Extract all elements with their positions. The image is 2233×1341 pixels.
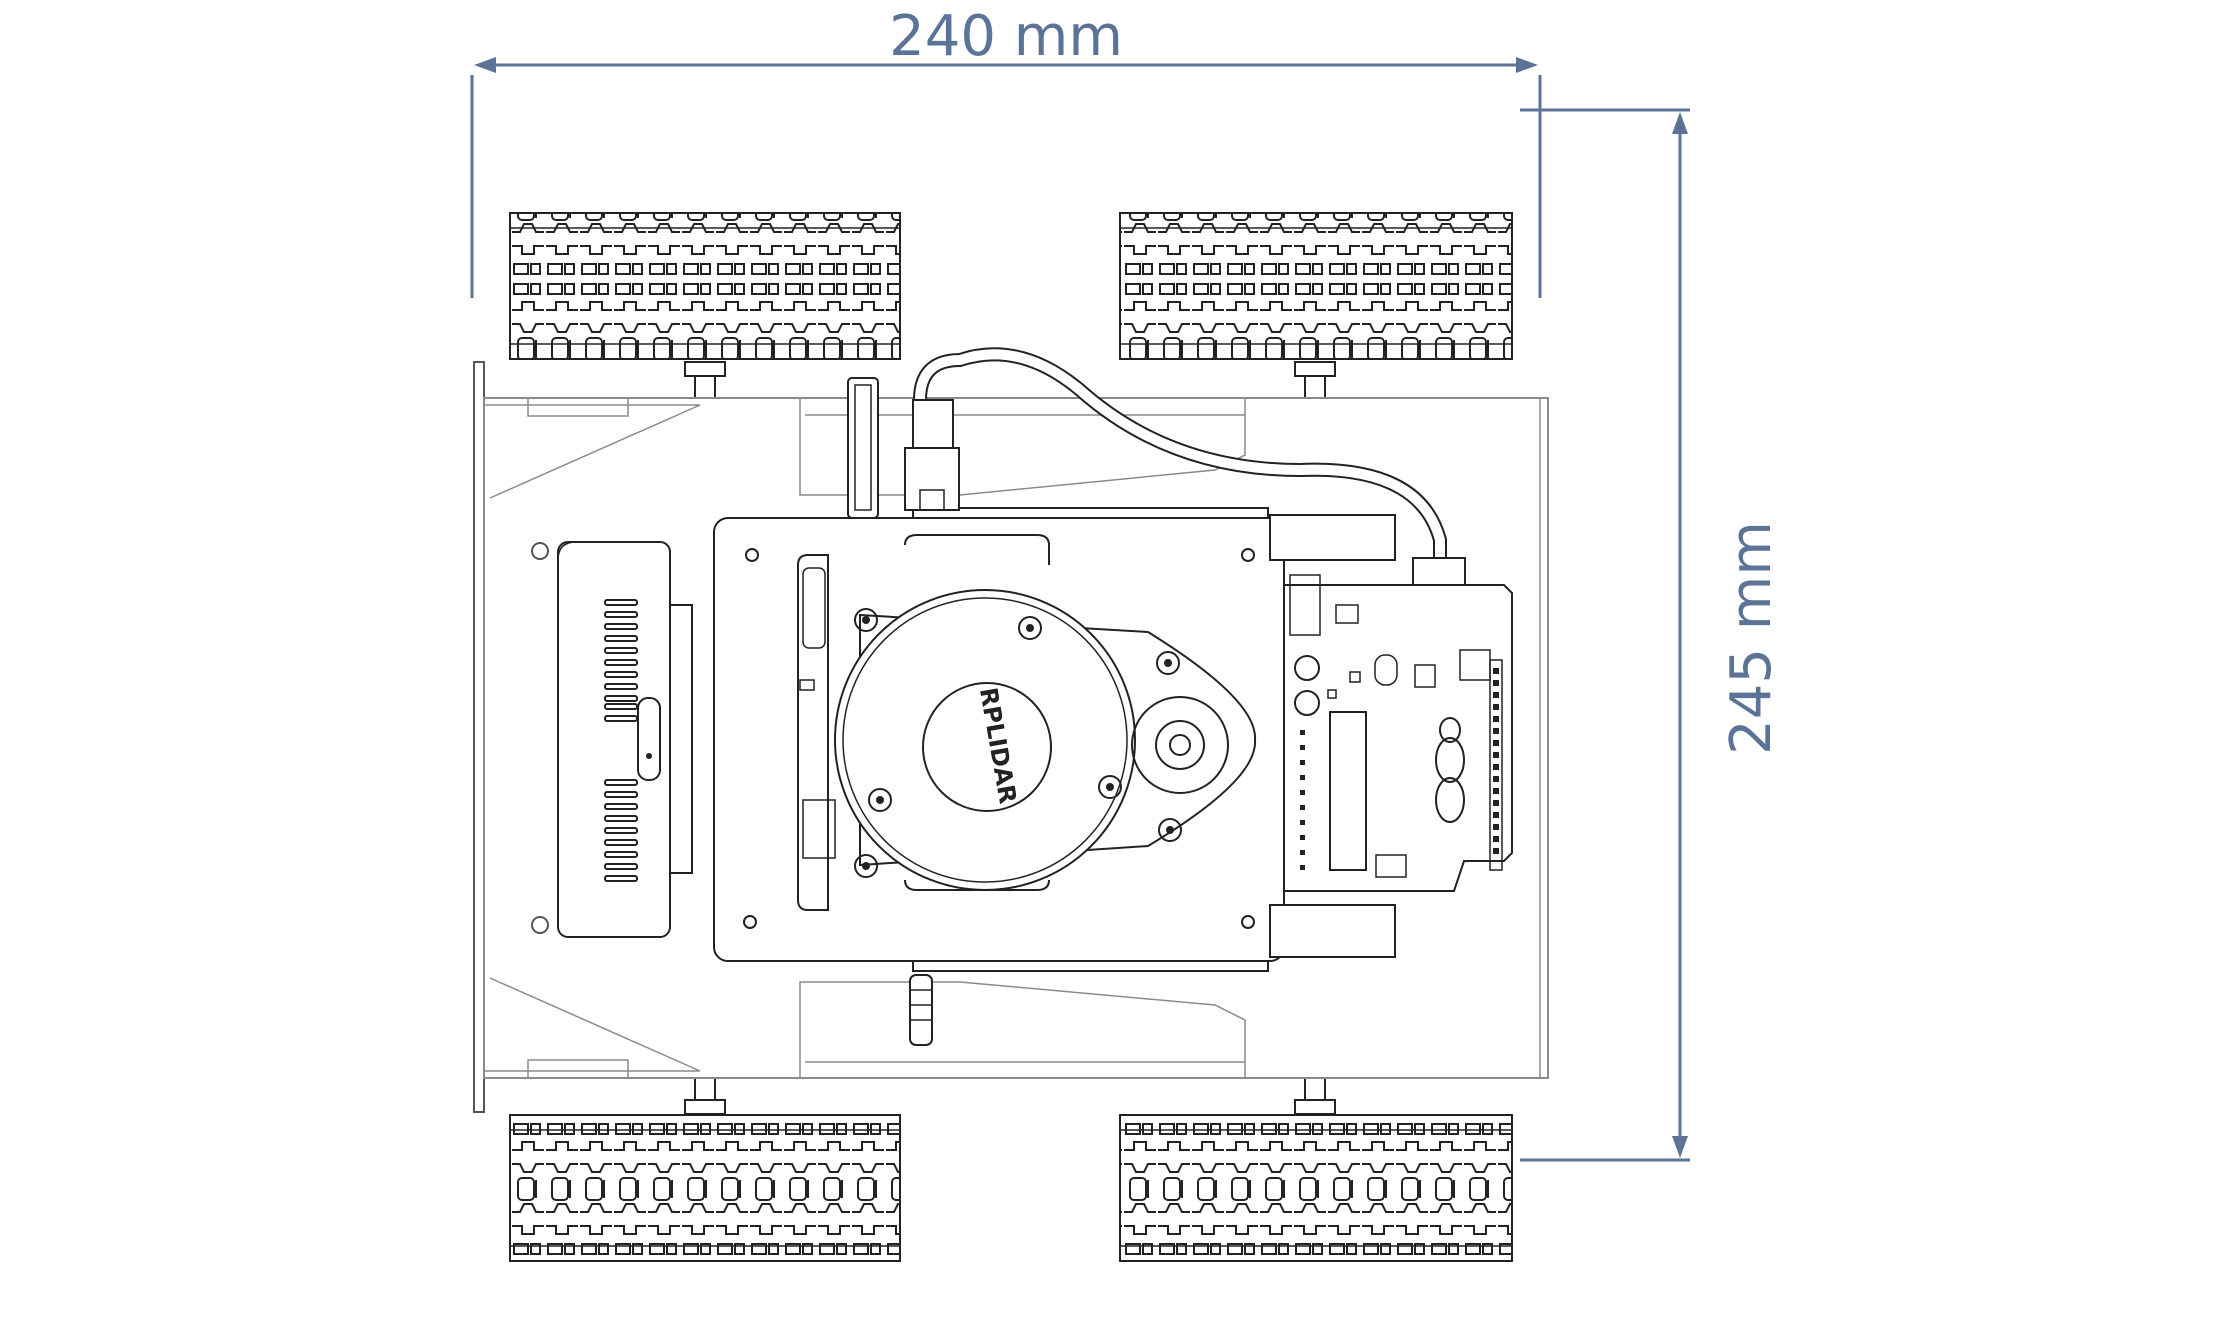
arduino-logo-icon xyxy=(1435,717,1465,823)
width-dimension-label: 240 mm xyxy=(889,4,1123,69)
battery-vent-slots xyxy=(604,599,638,882)
width-arrow-right-icon xyxy=(1516,57,1538,73)
height-arrow-top-icon xyxy=(1672,112,1688,134)
height-dimension: 245 mm xyxy=(1520,108,1784,1162)
raspberry-pi-board xyxy=(797,554,836,911)
wheel-front-right xyxy=(1119,212,1513,360)
battery-pack-icon xyxy=(557,541,693,938)
wheel-rear-right xyxy=(1119,1114,1513,1262)
height-dimension-label: 245 mm xyxy=(1719,521,1784,755)
lidar-sensor-icon: RPLIDAR xyxy=(834,534,1257,891)
wheel-front-left xyxy=(509,212,901,360)
arduino-header-pins xyxy=(1300,668,1499,870)
height-arrow-bottom-icon xyxy=(1672,1136,1688,1158)
rear-cable-bundle xyxy=(909,974,933,1046)
axle-hubs xyxy=(684,361,1336,1115)
arduino-board-icon xyxy=(1269,514,1513,958)
width-dimension: 240 mm xyxy=(470,4,1542,298)
wheel-rear-left xyxy=(509,1114,901,1262)
width-arrow-left-icon xyxy=(474,57,496,73)
